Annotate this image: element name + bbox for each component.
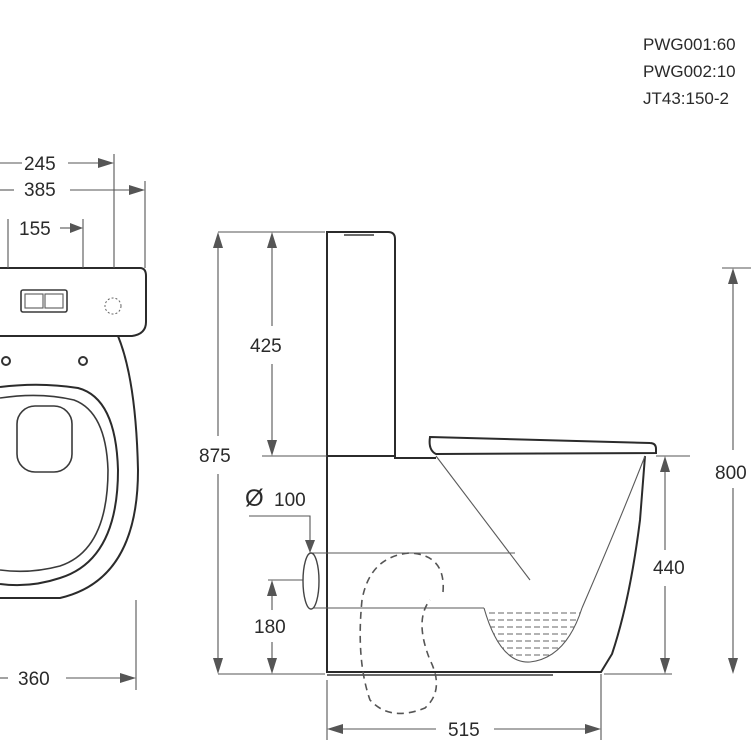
flush-button-icon [20, 289, 68, 313]
cistern-base-joint [327, 455, 436, 459]
dim-180-arrow-up [267, 580, 277, 596]
dim-385-arrow [129, 185, 145, 195]
dim-425-arrow-up [267, 232, 277, 248]
fixing-hole-dashed-icon [104, 297, 122, 315]
plan-cistern-outline [0, 267, 147, 337]
cistern-outline [326, 231, 396, 456]
dim-800-arrow-down [728, 658, 738, 674]
dim-diameter-symbol: Ø [245, 485, 264, 512]
side-view: 875 425 Ø 100 180 440 800 [199, 231, 751, 741]
dim-875-arrow-up [213, 232, 223, 248]
water-bowl-outline [483, 607, 583, 663]
water-hatch [484, 612, 582, 656]
bolt-hole-left-icon [1, 356, 11, 366]
dim-800-label: 800 [715, 463, 747, 484]
bowl-front-inner [581, 455, 646, 609]
plan-bowl-outer [0, 335, 140, 599]
dim-155-label: 155 [19, 219, 51, 240]
product-code-2: PWG002:10 [643, 62, 736, 81]
bowl-rim-inner [435, 455, 531, 581]
dim-425-arrow-down [267, 440, 277, 456]
dim-440-arrow-up [660, 456, 670, 472]
outlet-opening-icon [302, 552, 320, 610]
dim-180-label: 180 [254, 617, 286, 638]
dim-245-arrow [98, 158, 114, 168]
dim-440-label: 440 [653, 558, 685, 579]
dim-360-arrow [120, 673, 136, 683]
dim-385-label: 385 [24, 180, 56, 201]
trapway-dashed-outer [359, 552, 444, 715]
plan-seat-outer [0, 383, 120, 587]
dim-515-label: 515 [448, 720, 480, 741]
seat-lid-outline [428, 435, 657, 456]
pan-body-outline [326, 455, 646, 673]
dim-425-label: 425 [250, 336, 282, 357]
dim-440-arrow-down [660, 658, 670, 674]
dim-515-arrow-left [327, 724, 343, 734]
flush-button-left-icon [24, 293, 44, 309]
dim-180-arrow-down [267, 658, 277, 674]
dim-diameter-arrow [305, 540, 315, 553]
plan-bowl-opening [16, 405, 73, 473]
product-code-1: PWG001:60 [643, 35, 736, 54]
dim-875-label: 875 [199, 446, 231, 467]
dim-245-label: 245 [24, 154, 56, 175]
dim-diameter-label: 100 [274, 490, 306, 511]
plan-seat-inner [0, 394, 109, 573]
dim-155-arrow [70, 223, 83, 233]
top-view: 245 385 155 360 [0, 154, 147, 690]
dim-800-arrow-up [728, 268, 738, 284]
product-code-3: JT43:150-2 [643, 89, 729, 108]
dim-360-label: 360 [18, 669, 50, 690]
dim-diameter-leader [249, 515, 311, 542]
flush-button-right-icon [44, 293, 64, 309]
dim-515-arrow-right [585, 724, 601, 734]
bolt-hole-right-icon [78, 356, 88, 366]
dim-875-arrow-down [213, 658, 223, 674]
product-codes: PWG001:60 PWG002:10 JT43:150-2 [643, 35, 736, 108]
